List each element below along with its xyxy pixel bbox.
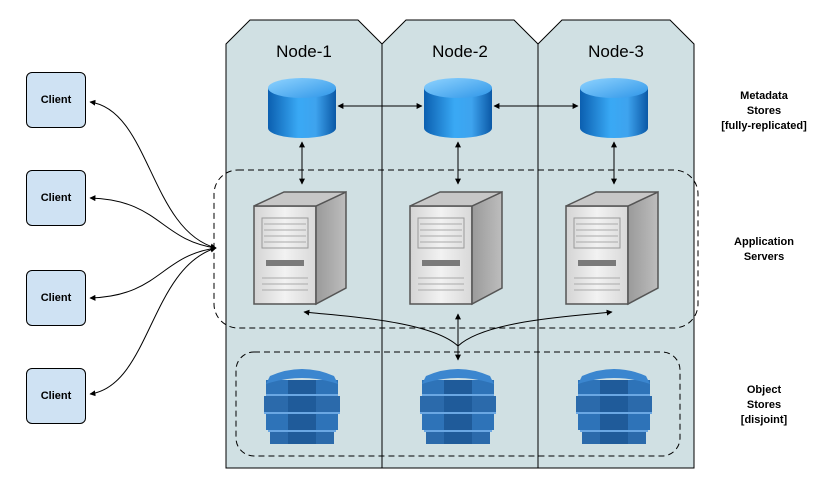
metadata-label-line-2: Stores xyxy=(746,105,782,117)
object-store-icon-3 xyxy=(575,368,653,445)
metadata-stores-label: Metadata Stores [fully-replicated] xyxy=(704,89,824,134)
object-stores-label: Object Stores [disjoint] xyxy=(704,383,824,428)
client-arrow-3 xyxy=(89,245,217,301)
client-arrow-2 xyxy=(89,195,217,251)
object-label-line-1: Object xyxy=(746,384,782,396)
metadata-store-icon-1 xyxy=(268,78,336,138)
node-title-3: Node-3 xyxy=(588,42,644,61)
application-label-line-2: Servers xyxy=(743,251,785,263)
client-box-3: Client xyxy=(26,270,86,326)
object-store-icon-2 xyxy=(419,368,497,445)
node-title-1: Node-1 xyxy=(276,42,332,61)
client-arrow-1 xyxy=(89,99,217,250)
client-box-4: Client xyxy=(26,368,86,424)
server-object-link-3 xyxy=(457,309,613,347)
metadata-store-icon-2 xyxy=(424,78,492,138)
client-arrow-4 xyxy=(89,246,217,397)
client-box-1: Client xyxy=(26,72,86,128)
application-label-line-1: Application xyxy=(734,236,794,248)
app-server-icon-2 xyxy=(409,191,503,305)
app-server-icon-3 xyxy=(565,191,659,305)
object-store-icon-1 xyxy=(263,368,341,445)
application-servers-label: Application Servers xyxy=(704,235,824,265)
object-label-line-3: [disjoint] xyxy=(740,414,788,426)
metadata-label-line-1: Metadata xyxy=(740,90,788,102)
object-label-line-2: Stores xyxy=(746,399,782,411)
client-box-2: Client xyxy=(26,170,86,226)
server-object-link-1 xyxy=(303,309,459,347)
metadata-label-line-3: [fully-replicated] xyxy=(721,120,807,132)
node-title-2: Node-2 xyxy=(432,42,488,61)
app-server-icon-1 xyxy=(253,191,347,305)
metadata-store-icon-3 xyxy=(580,78,648,138)
